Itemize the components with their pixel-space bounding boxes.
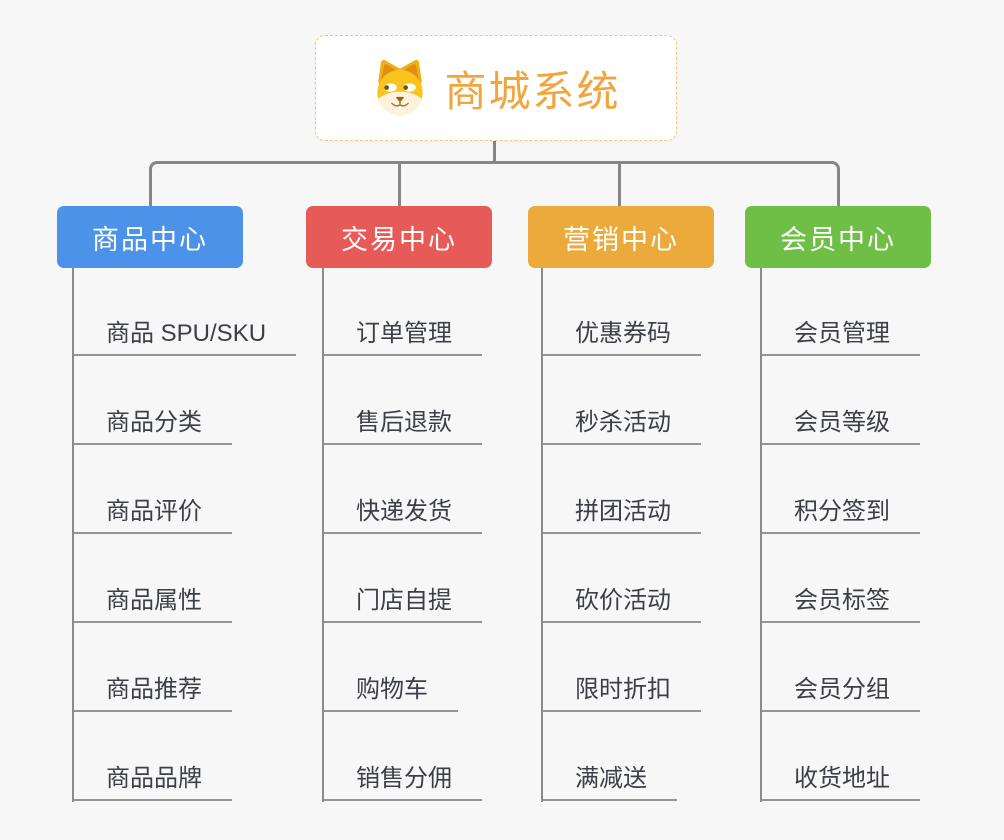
leaf-node[interactable]: 商品属性 [74, 585, 232, 623]
connector-elbow-right [493, 161, 840, 210]
leaf-node[interactable]: 售后退款 [324, 407, 482, 445]
root-title: 商城系统 [444, 67, 621, 115]
branch-node-trade-center[interactable]: 交易中心 [306, 206, 492, 268]
branch-label: 营销中心 [563, 224, 679, 255]
leaf-node[interactable]: 快递发货 [324, 496, 482, 534]
leaf-node[interactable]: 会员等级 [762, 407, 920, 445]
leaf-node[interactable]: 会员分组 [762, 674, 920, 712]
leaf-node[interactable]: 订单管理 [324, 318, 482, 356]
branch-column-member-center: 会员管理 会员等级 积分签到 会员标签 会员分组 收货地址 [760, 268, 1002, 802]
leaf-node[interactable]: 商品评价 [74, 496, 232, 534]
leaf-node[interactable]: 砍价活动 [543, 585, 701, 623]
branch-column-product-center: 商品 SPU/SKU 商品分类 商品评价 商品属性 商品推荐 商品品牌 [72, 268, 314, 802]
branch-node-product-center[interactable]: 商品中心 [57, 206, 243, 268]
leaf-node[interactable]: 满减送 [543, 763, 677, 801]
leaf-node[interactable]: 商品品牌 [74, 763, 232, 801]
connector-drop-branch-3 [618, 163, 621, 207]
leaf-node[interactable]: 收货地址 [762, 763, 920, 801]
leaf-node[interactable]: 拼团活动 [543, 496, 701, 534]
leaf-node[interactable]: 商品 SPU/SKU [74, 318, 297, 356]
root-node[interactable]: 商城系统 [315, 35, 677, 141]
leaf-node[interactable]: 销售分佣 [324, 763, 482, 801]
leaf-node[interactable]: 门店自提 [324, 585, 482, 623]
connector-elbow-left [149, 161, 496, 210]
branch-node-marketing-center[interactable]: 营销中心 [528, 206, 714, 268]
leaf-node[interactable]: 购物车 [324, 674, 458, 712]
branch-column-marketing-center: 优惠券码 秒杀活动 拼团活动 砍价活动 限时折扣 满减送 [541, 268, 783, 802]
leaf-node[interactable]: 商品分类 [74, 407, 232, 445]
leaf-node[interactable]: 会员标签 [762, 585, 920, 623]
connector-root-stem [493, 139, 496, 163]
leaf-node[interactable]: 限时折扣 [543, 674, 701, 712]
doge-face-icon [371, 59, 429, 117]
leaf-node[interactable]: 优惠券码 [543, 318, 701, 356]
branch-column-trade-center: 订单管理 售后退款 快递发货 门店自提 购物车 销售分佣 [322, 268, 564, 802]
leaf-node[interactable]: 秒杀活动 [543, 407, 701, 445]
leaf-node[interactable]: 积分签到 [762, 496, 920, 534]
branch-label: 会员中心 [780, 224, 896, 255]
branch-label: 交易中心 [341, 224, 457, 255]
leaf-node[interactable]: 会员管理 [762, 318, 920, 356]
leaf-node[interactable]: 商品推荐 [74, 674, 232, 712]
branch-node-member-center[interactable]: 会员中心 [745, 206, 931, 268]
connector-drop-branch-2 [398, 163, 401, 207]
branch-label: 商品中心 [92, 224, 208, 255]
